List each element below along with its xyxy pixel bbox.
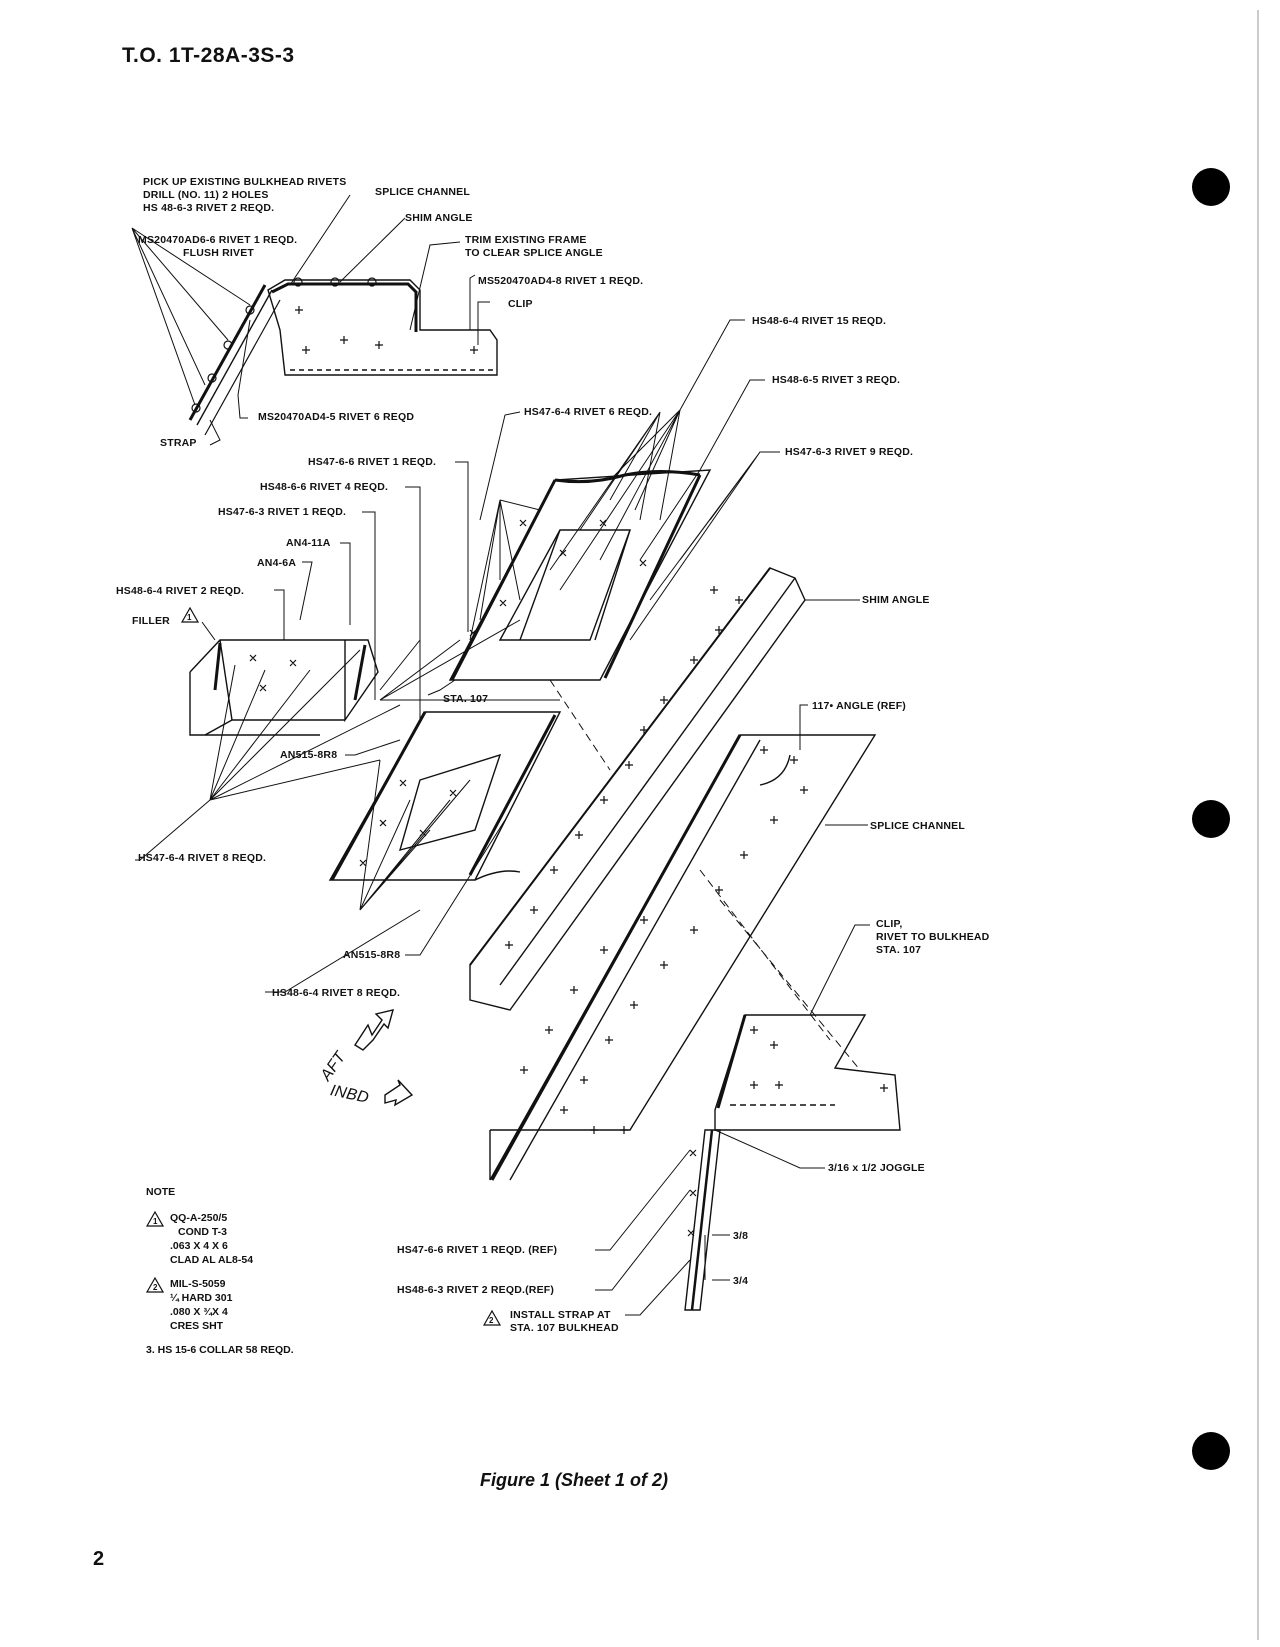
callout-an515-bottom: AN515-8R8: [343, 949, 401, 961]
callout-joggle: 3/16 x 1/2 JOGGLE: [828, 1162, 925, 1174]
callout-hs48-6-6-4: HS48-6-6 RIVET 4 REQD.: [260, 481, 389, 493]
callout-ms-ad4-5: MS20470AD4-5 RIVET 6 REQD: [258, 411, 415, 423]
upper-frame-channel: [448, 469, 712, 681]
note-1: 1 QQ-A-250/5 COND T-3 .063 X 4 X 6 CLAD …: [146, 1211, 294, 1267]
callout-trim-frame: TRIM EXISTING FRAME TO CLEAR SPLICE ANGL…: [465, 234, 603, 259]
callout-hs47-6-6-ref: HS47-6-6 RIVET 1 REQD. (REF): [397, 1244, 558, 1256]
callout-an4-6a: AN4-6A: [257, 557, 297, 569]
callout-install-strap: INSTALL STRAP AT STA. 107 BULKHEAD: [510, 1309, 619, 1334]
binder-hole-middle: [1192, 800, 1230, 838]
page-number: 2: [93, 1548, 105, 1570]
callout-splice-channel-right: SPLICE CHANNEL: [870, 820, 965, 832]
callout-hs47-6-3-1: HS47-6-3 RIVET 1 REQD.: [218, 506, 347, 518]
callout-ms-ad4-8: MS520470AD4-8 RIVET 1 REQD.: [478, 275, 644, 287]
splice-channel: [489, 734, 877, 1181]
orientation-arrows: [354, 1009, 414, 1107]
callout-an515-top: AN515-8R8: [280, 749, 338, 761]
callout-hs48-6-4-15: HS48-6-4 RIVET 15 REQD.: [752, 315, 887, 327]
note-3: 3. HS 15-6 COLLAR 58 REQD.: [146, 1344, 294, 1356]
callout-dim-3-8: 3/8: [733, 1230, 749, 1242]
note-2: 2 MIL-S-5059 ¼ HARD 301 .080 X ¾X 4 CRES…: [146, 1277, 294, 1333]
callout-hs47-6-4-8: HS47-6-4 RIVET 8 REQD.: [138, 852, 267, 864]
callout-hs48-6-3-ref: HS48-6-3 RIVET 2 REQD.(REF): [397, 1284, 555, 1296]
callout-hs47-6-4-6: HS47-6-4 RIVET 6 REQD.: [524, 406, 653, 418]
left-channel-assembly: [189, 639, 379, 736]
callout-filler-note-number: 1: [187, 613, 192, 622]
callout-shim-angle-right: SHIM ANGLE: [862, 594, 930, 606]
callout-filler: FILLER: [132, 615, 170, 627]
callout-hs48-6-5-3: HS48-6-5 RIVET 3 REQD.: [772, 374, 901, 386]
document-number: T.O. 1T-28A-3S-3: [122, 44, 295, 67]
callout-sta-107: STA. 107: [443, 693, 489, 705]
binder-hole-bottom: [1192, 1432, 1230, 1470]
binder-hole-top: [1192, 168, 1230, 206]
strap-lower: [684, 1129, 721, 1311]
callout-strap: STRAP: [160, 437, 197, 449]
callout-hs48-6-4-2: HS48-6-4 RIVET 2 REQD.: [116, 585, 245, 597]
callout-clip-top: CLIP: [508, 298, 533, 310]
shim-angle-plate: [469, 567, 806, 1011]
note-1-number: 1: [153, 1217, 158, 1226]
callout-pick-up-rivets: PICK UP EXISTING BULKHEAD RIVETS DRILL (…: [143, 176, 347, 214]
callout-hs47-6-3-9: HS47-6-3 RIVET 9 REQD.: [785, 446, 914, 458]
figure-caption: Figure 1 (Sheet 1 of 2): [480, 1470, 669, 1490]
callout-hs48-6-4-8: HS48-6-4 RIVET 8 REQD.: [272, 987, 401, 999]
rivet-marks: [249, 519, 888, 1237]
callout-dim-3-4: 3/4: [733, 1275, 749, 1287]
note-triangle-icon: 1: [146, 1211, 164, 1227]
note-2-number: 2: [153, 1283, 158, 1292]
callout-clip-right: CLIP, RIVET TO BULKHEAD STA. 107: [876, 918, 990, 956]
detail-view-strap-splice: [131, 194, 498, 446]
callout-install-strap-note-number: 2: [489, 1316, 494, 1325]
callout-ms-ad6: MS20470AD6-6 RIVET 1 REQD. FLUSH RIVET: [138, 234, 298, 259]
lower-frame-channel: [328, 711, 562, 881]
notes-block: NOTE 1 QQ-A-250/5 COND T-3 .063 X 4 X 6 …: [146, 1185, 294, 1357]
callout-shim-angle-top: SHIM ANGLE: [405, 212, 473, 224]
note-triangle-icon: 2: [146, 1277, 164, 1293]
notes-title: NOTE: [146, 1186, 176, 1198]
callout-an4-11a: AN4-11A: [286, 537, 331, 549]
callout-117-angle: 117• ANGLE (REF): [812, 700, 907, 712]
callout-hs47-6-6-1: HS47-6-6 RIVET 1 REQD.: [308, 456, 437, 468]
callout-note-triangles: [180, 606, 502, 1326]
callout-splice-channel-top: SPLICE CHANNEL: [375, 186, 470, 198]
clip-lower-right: [714, 1014, 901, 1131]
